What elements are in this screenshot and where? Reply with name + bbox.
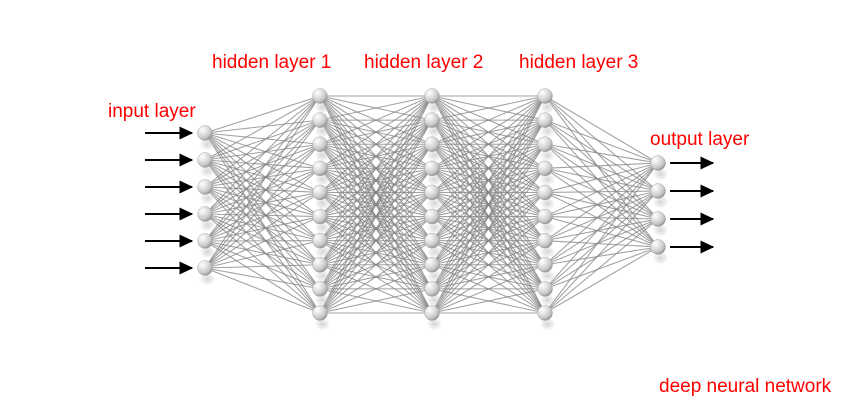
- network-node: [312, 136, 328, 152]
- network-node: [650, 211, 666, 227]
- network-node: [537, 281, 553, 297]
- network-node: [424, 257, 440, 273]
- network-node: [537, 136, 553, 152]
- network-node: [312, 184, 328, 201]
- network-node: [537, 112, 553, 128]
- network-node: [312, 232, 328, 249]
- network-node: [197, 179, 213, 195]
- network-node: [537, 184, 553, 201]
- network-node: [197, 233, 213, 249]
- network-node: [424, 88, 440, 104]
- network-nodes: [197, 88, 666, 321]
- network-node: [312, 160, 328, 177]
- layer-label-hidden-1: hidden layer 1: [212, 52, 332, 73]
- network-node: [197, 206, 213, 222]
- network-node: [197, 152, 213, 168]
- network-node: [424, 160, 440, 177]
- network-io-arrows: [145, 126, 715, 275]
- network-node: [197, 125, 213, 141]
- layer-label-input: input layer: [108, 101, 196, 122]
- network-node: [312, 281, 328, 297]
- network-node: [424, 208, 440, 225]
- network-node: [537, 232, 553, 249]
- network-node: [312, 305, 328, 321]
- network-node: [537, 257, 553, 273]
- network-node: [537, 160, 553, 177]
- layer-label-hidden-2: hidden layer 2: [364, 52, 484, 73]
- network-node: [650, 183, 666, 199]
- network-node: [650, 239, 666, 255]
- network-node: [537, 208, 553, 225]
- figure-caption: deep neural network: [659, 376, 832, 397]
- network-node: [424, 305, 440, 321]
- network-node: [424, 232, 440, 249]
- network-node: [312, 208, 328, 225]
- layer-label-hidden-3: hidden layer 3: [519, 52, 639, 73]
- network-node: [197, 260, 213, 276]
- network-node: [424, 184, 440, 201]
- network-node: [650, 155, 666, 171]
- network-node: [312, 88, 328, 104]
- network-node: [312, 112, 328, 128]
- network-node: [424, 136, 440, 152]
- network-node: [424, 112, 440, 128]
- network-node: [537, 305, 553, 321]
- network-node: [537, 88, 553, 104]
- network-node: [424, 281, 440, 297]
- network-node: [312, 257, 328, 273]
- layer-label-output: output layer: [650, 129, 750, 150]
- network-edges: [204, 95, 659, 314]
